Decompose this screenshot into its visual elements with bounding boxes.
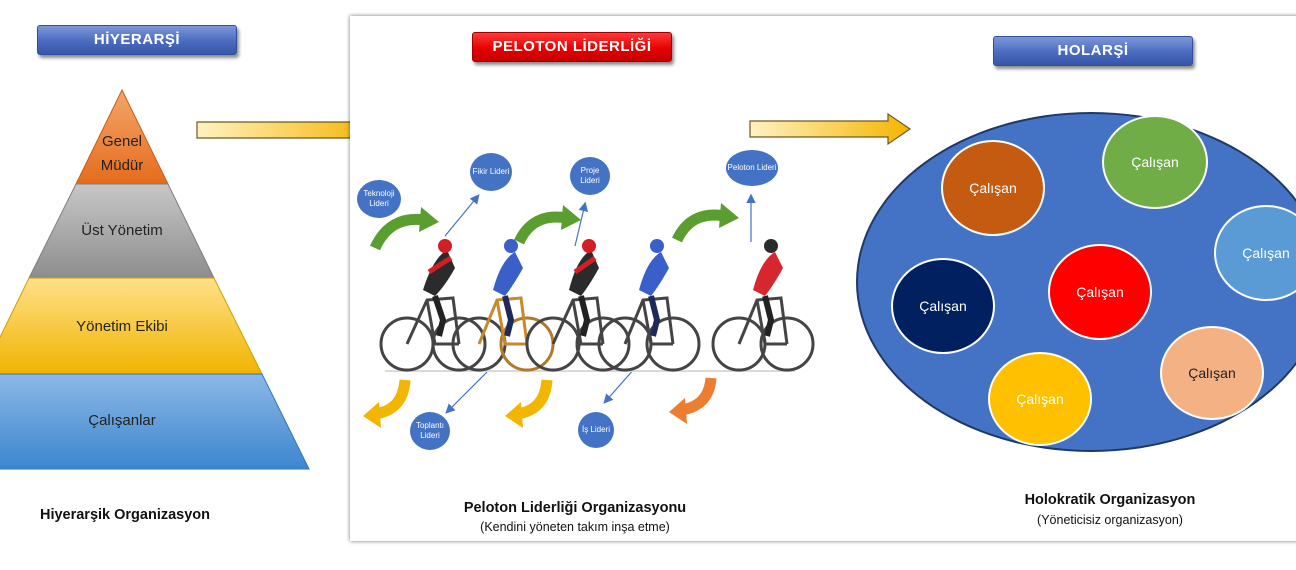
hierarchy-caption: Hiyerarşik Organizasyon [39,507,211,523]
employee-circle: Çalışan [1160,326,1264,420]
bubble-tech-leader: Teknoloji Lideri [357,180,401,218]
employee-circle: Çalışan [941,140,1045,236]
orange-curve-arrow-icon [669,377,717,424]
yellow-curve-arrow-icon [505,379,553,428]
bubble-project-leader: Proje Lideri [570,157,610,195]
employee-circle: Çalışan [1214,205,1296,301]
pyramid-level-4 [0,373,310,470]
pyramid-label-general-manager: Genel Müdür [100,133,144,174]
cyclist-5 [711,239,815,372]
peloton-subcaption: (Kendini yöneten takım inşa etme) [480,520,670,534]
employee-circle: Çalışan [988,352,1092,446]
pyramid-label-employees: Çalışanlar [88,412,156,429]
pyramid-label-management-team: Yönetim Ekibi [76,318,168,335]
bubble-peloton-leader: Peloton Lideri [726,150,778,186]
employee-circle: Çalışan [1048,244,1152,340]
cyclist-4 [597,239,701,372]
yellow-curve-arrow-icon [363,379,411,428]
cyclist-3 [525,239,631,372]
employee-circle: Çalışan [891,258,995,354]
arrow-right-icon [749,112,912,146]
hierarchy-pyramid [0,88,310,470]
holacracy-subcaption: (Yöneticisiz organizasyon) [1037,513,1183,527]
cyclist-1 [379,239,487,372]
peloton-caption: Peloton Liderliği Organizasyonu [463,500,687,516]
green-curve-arrow-icon [514,205,581,245]
hierarchy-title: HİYERARŞİ [37,25,237,55]
holacracy-title: HOLARŞİ [993,36,1193,66]
bubble-work-leader: İş Lideri [578,412,614,448]
holacracy-caption: Holokratik Organizasyon [1024,492,1196,508]
green-curve-arrow-icon [672,203,739,243]
pyramid-label-top-management: Üst Yönetim [81,222,163,239]
employee-circle: Çalışan [1102,115,1208,209]
bubble-meeting-leader: Toplantı Lideri [410,412,450,450]
peloton-title: PELOTON LİDERLİĞİ [472,32,672,62]
bubble-idea-leader: Fikir Lideri [470,153,512,191]
green-curve-arrow-icon [369,207,439,251]
peloton-illustration [363,193,815,428]
cyclist-2 [451,239,555,372]
